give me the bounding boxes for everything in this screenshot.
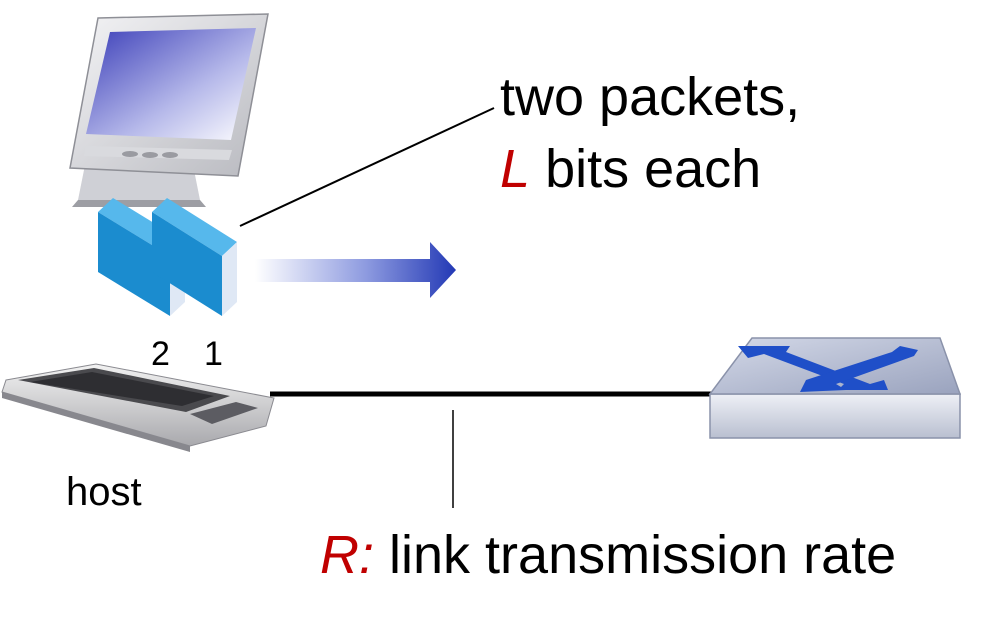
bits-symbol: L	[500, 139, 531, 199]
packets-callout-line	[239, 107, 495, 227]
host-label: host	[66, 470, 142, 514]
bits-label-line: L bits each	[500, 142, 761, 196]
packet-switch-icon	[708, 337, 962, 439]
rate-label: link transmission rate	[389, 525, 897, 585]
packet-1-block	[152, 198, 237, 316]
rate-label-line: R: link transmission rate	[320, 528, 896, 582]
keyboard-icon	[1, 363, 275, 452]
packet-number-1: 1	[204, 335, 223, 373]
desktop-monitor-icon	[69, 13, 269, 207]
rate-symbol: R:	[320, 525, 374, 585]
packets-label: two packets,	[500, 67, 801, 127]
bits-label: bits each	[545, 139, 762, 199]
packet-number-2: 2	[151, 335, 170, 373]
transmission-arrow-icon	[255, 242, 456, 298]
